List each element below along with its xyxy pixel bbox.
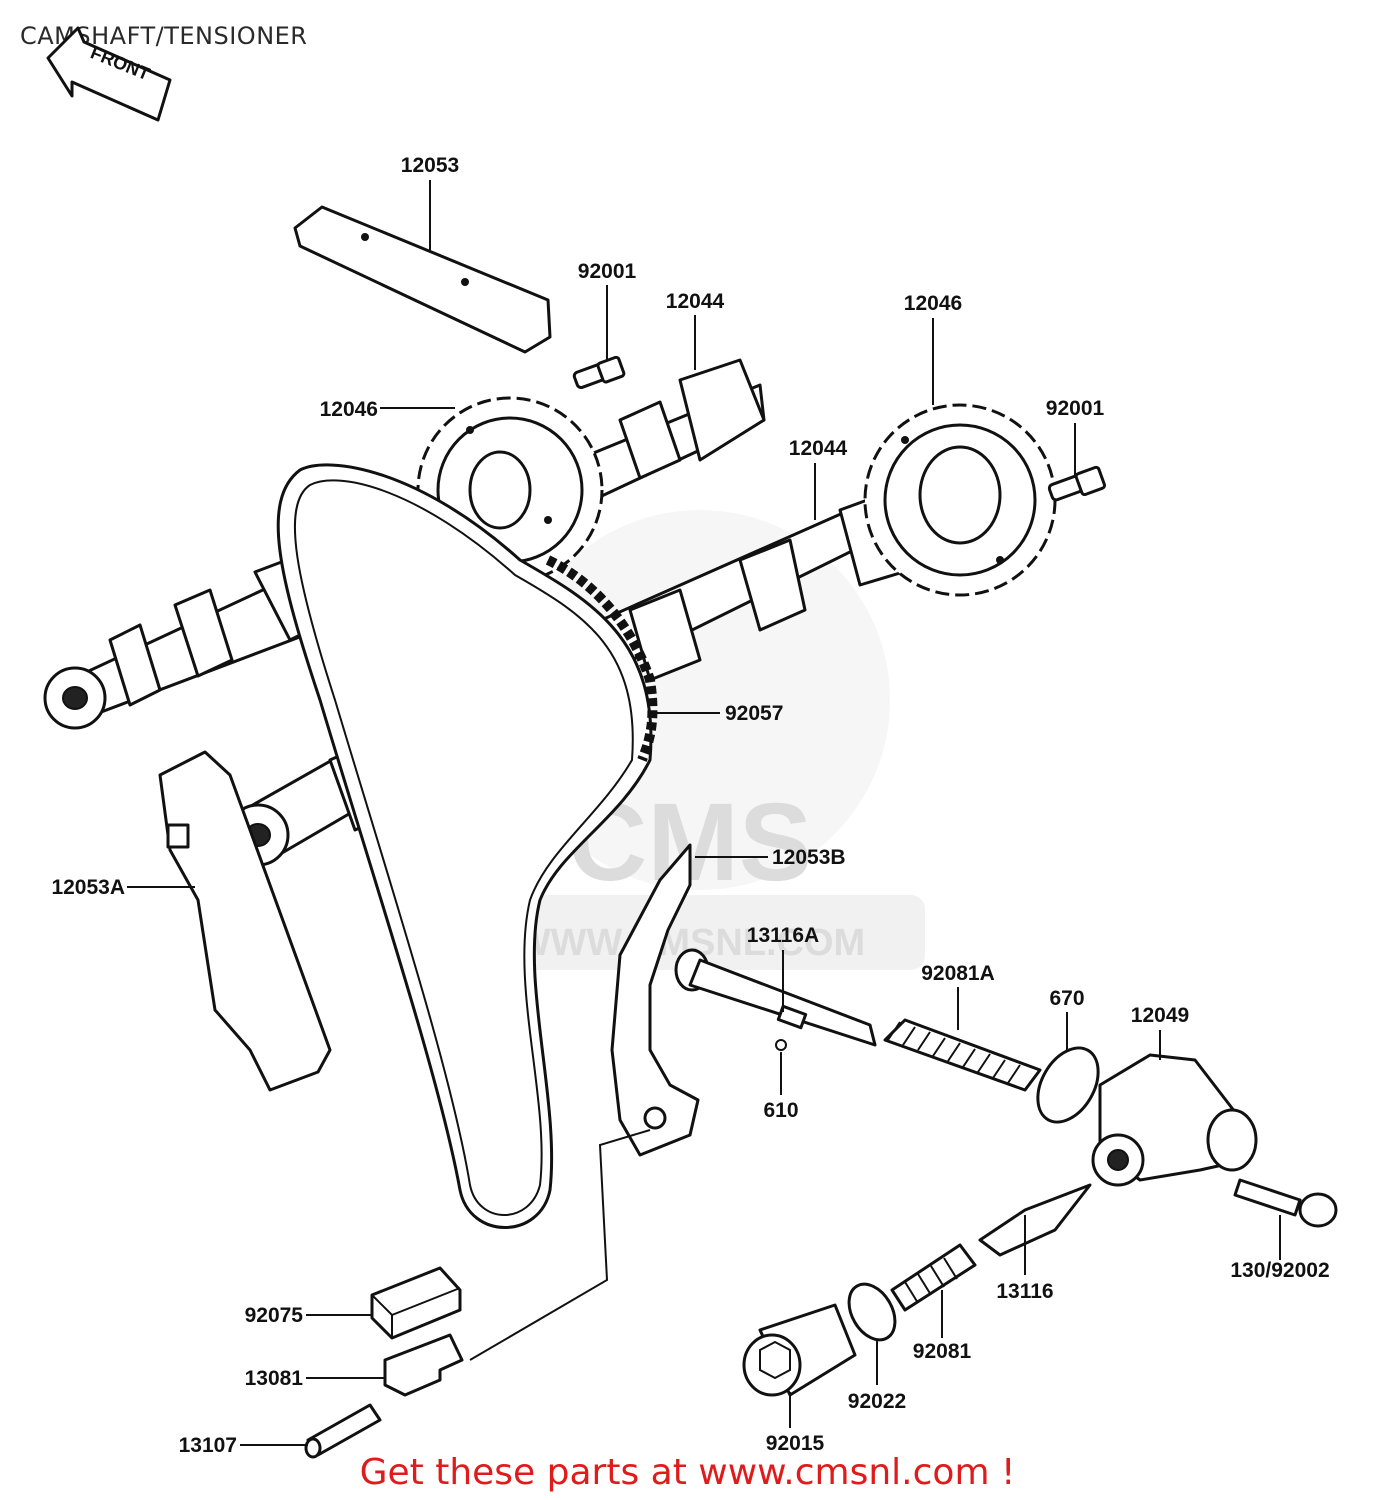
- sprocket-right: [863, 403, 1057, 597]
- washer-92022: [847, 1282, 897, 1342]
- callout-12046-left: 12046: [320, 398, 378, 421]
- callout-12044-top: 12044: [666, 290, 725, 313]
- callout-labels: 12053 92001 12044 12046 12046 92001 1204…: [51, 154, 1329, 1457]
- o-ring-670: [1036, 1046, 1100, 1124]
- callout-130-92002: 130/92002: [1230, 1259, 1329, 1282]
- callout-610: 610: [763, 1099, 798, 1122]
- tensioner-body-12049: [1091, 1053, 1258, 1187]
- bolt-130-92002: [1233, 1178, 1338, 1228]
- callout-13081: 13081: [245, 1367, 304, 1390]
- callout-92057: 92057: [725, 702, 783, 725]
- callout-13116a: 13116A: [747, 924, 819, 947]
- spring-92081: [890, 1243, 977, 1312]
- promo-link[interactable]: Get these parts at www.cmsnl.com !: [359, 1452, 1016, 1493]
- bolt-92001-top: [572, 355, 626, 390]
- callout-92015: 92015: [766, 1432, 825, 1455]
- callout-92081a: 92081A: [921, 962, 995, 985]
- callout-13116: 13116: [996, 1280, 1053, 1303]
- chain-guide-12053a: [158, 750, 332, 1092]
- callout-92075: 92075: [245, 1304, 304, 1327]
- callout-12053a: 12053A: [51, 876, 125, 899]
- callout-13107: 13107: [179, 1434, 237, 1457]
- block-92075: [370, 1266, 462, 1340]
- callout-12044-mid: 12044: [789, 437, 848, 460]
- cam-chain: [276, 463, 658, 1229]
- holder-13081: [383, 1333, 464, 1397]
- callout-12053: 12053: [401, 154, 459, 177]
- bolt-92001-right: [1047, 465, 1107, 502]
- tensioner-guide-12053b: [610, 843, 700, 1157]
- callout-92081: 92081: [913, 1340, 972, 1363]
- callout-670: 670: [1049, 987, 1084, 1010]
- callout-12053b: 12053B: [772, 846, 846, 869]
- front-arrow-icon: FRONT: [46, 26, 172, 122]
- spring-92081a: [883, 1018, 1042, 1092]
- rod-13116: [978, 1183, 1092, 1257]
- cap-92015: [742, 1303, 857, 1397]
- callout-12046-right: 12046: [904, 292, 962, 315]
- pin-13107: [304, 1403, 382, 1459]
- leader-lines: [127, 180, 1281, 1446]
- callout-12049: 12049: [1131, 1004, 1189, 1027]
- callout-92001-top: 92001: [578, 260, 637, 283]
- chain-guide-top: [293, 205, 552, 354]
- callout-92001-right: 92001: [1046, 397, 1105, 420]
- callout-92022: 92022: [848, 1390, 906, 1413]
